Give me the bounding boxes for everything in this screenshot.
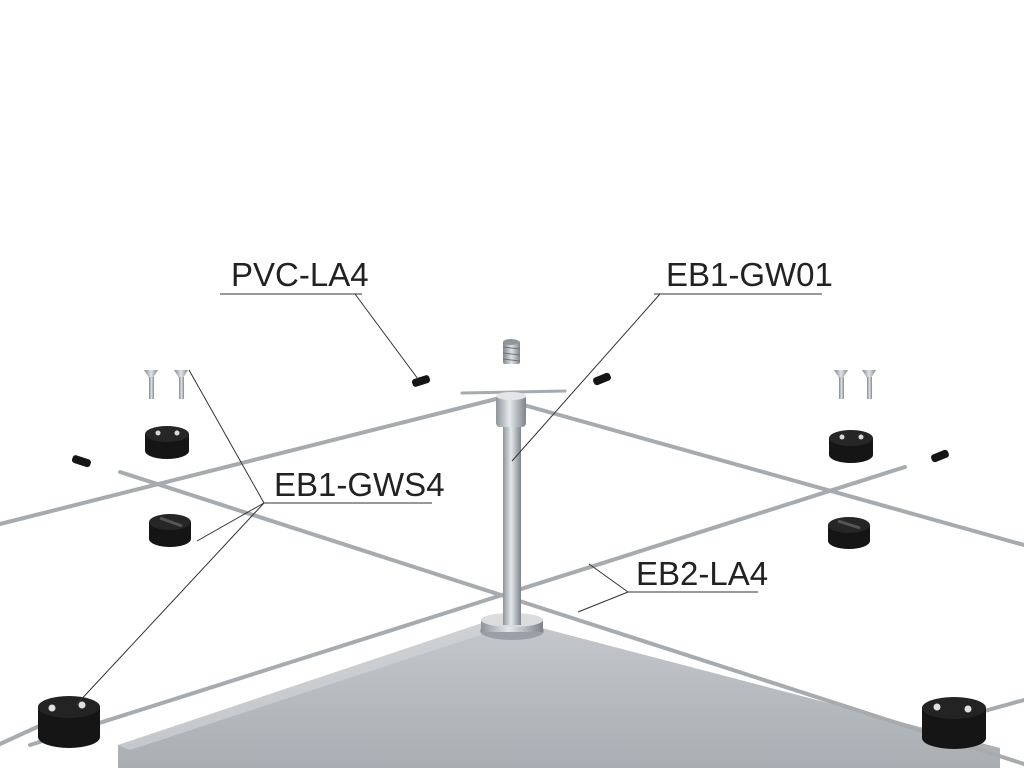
- post-rod: [503, 420, 521, 625]
- cable-top-stub: [460, 389, 567, 395]
- end-cap-center-left: [411, 375, 431, 387]
- post-head: [496, 395, 526, 427]
- leader-eb1-gws4-corner: [75, 502, 265, 706]
- leader-eb1-gw01: [511, 293, 661, 462]
- base-platform: [118, 617, 1000, 768]
- end-cap-right: [931, 449, 949, 463]
- pvc-end-caps: [71, 372, 949, 468]
- set-screw: [502, 339, 521, 364]
- corner-clamp-right: [922, 697, 986, 749]
- end-cap-left: [71, 455, 91, 468]
- center-post: [480, 392, 544, 640]
- cable-front-right-back-left: [28, 465, 907, 747]
- leader-eb1-gws4-screws: [188, 369, 265, 504]
- base-platform-edge: [118, 617, 520, 750]
- leader-eb2-la4-lower: [577, 591, 629, 613]
- callout-pvc-la4: PVC-LA4: [220, 256, 419, 380]
- leader-eb2-la4-upper: [588, 563, 629, 593]
- screw-pair-left: [144, 370, 188, 399]
- callout-eb1-gw01: EB1-GW01: [511, 256, 833, 462]
- corner-clamp-left: [38, 696, 100, 748]
- leader-eb1-gws4-clamp: [196, 502, 265, 542]
- callout-eb1-gws4: EB1-GWS4: [75, 369, 445, 706]
- cable-front-left-back-right: [118, 470, 1024, 766]
- cable-left-upper: [0, 396, 502, 526]
- clamp-right-top: [829, 430, 873, 463]
- leader-pvc-la4: [354, 293, 419, 380]
- callout-eb2-la4: EB2-LA4: [577, 555, 768, 613]
- label-pvc-la4: PVC-LA4: [231, 256, 369, 293]
- cable-grid: [0, 389, 1024, 766]
- clamp-left-top: [145, 426, 189, 459]
- label-eb2-la4: EB2-LA4: [636, 555, 768, 592]
- end-cap-center-right: [593, 372, 611, 386]
- clamp-right-bottom: [828, 517, 870, 549]
- cable-right-upper: [518, 402, 1024, 547]
- clamp-left-bottom: [149, 514, 191, 547]
- label-eb1-gws4: EB1-GWS4: [274, 466, 445, 503]
- screw-pair-right: [834, 370, 876, 399]
- label-eb1-gw01: EB1-GW01: [666, 256, 833, 293]
